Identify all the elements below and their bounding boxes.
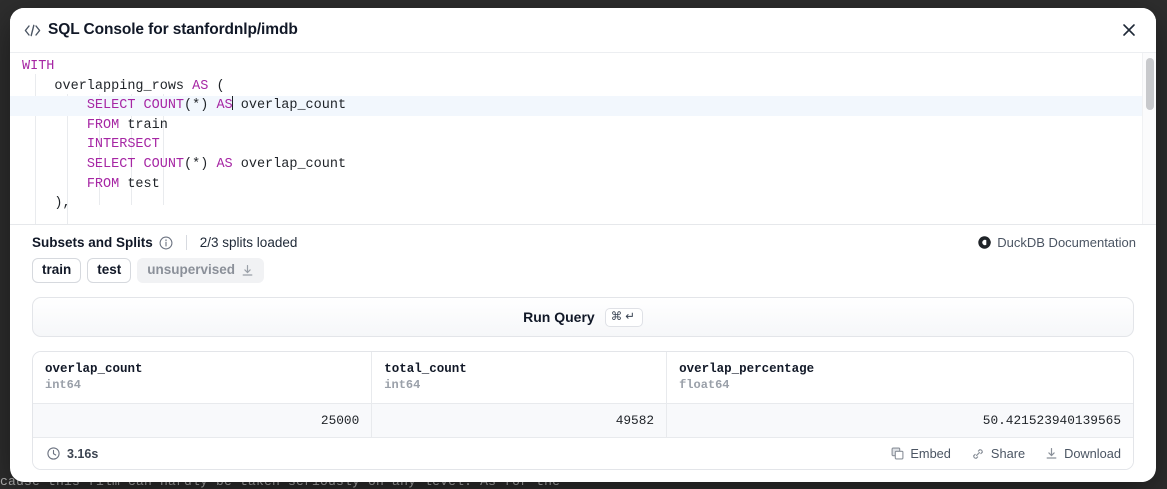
results-column-header[interactable]: overlap_percentage float64 xyxy=(666,352,1133,404)
sql-text xyxy=(22,177,87,192)
command-key-icon: ⌘ xyxy=(610,310,625,323)
results-column-type: int64 xyxy=(45,378,82,392)
table-cell: 25000 xyxy=(33,403,373,437)
sql-text: overlapping_rows xyxy=(22,78,193,94)
footer-action-download[interactable]: Download xyxy=(1045,446,1121,461)
duckdb-logo-icon xyxy=(978,236,991,249)
close-icon[interactable] xyxy=(1118,19,1140,41)
sql-text xyxy=(22,157,87,172)
results-column-name: total_count xyxy=(384,362,467,376)
sql-text xyxy=(22,137,87,152)
split-chip-label: train xyxy=(42,262,72,277)
results-column-header[interactable]: total_count int64 xyxy=(371,352,668,404)
sql-keyword: SELECT COUNT xyxy=(86,98,185,114)
modal-header: SQL Console for stanfordnlp/imdb xyxy=(10,8,1156,52)
sql-keyword: AS xyxy=(216,98,233,114)
footer-action-label: Share xyxy=(990,446,1026,461)
results-footer: 3.16s Embed Share Download xyxy=(33,437,1133,469)
run-query-button[interactable]: Run Query ⌘ ↵ xyxy=(32,297,1134,337)
code-line[interactable]: INTERSECT xyxy=(10,135,1156,155)
enter-key-icon: ↵ xyxy=(625,310,637,323)
results-column-name: overlap_percentage xyxy=(679,362,815,376)
code-line[interactable]: SELECT COUNT(*) AS overlap_count xyxy=(10,155,1156,175)
sql-text: ), xyxy=(22,196,71,212)
query-timing: 3.16s xyxy=(45,447,98,461)
footer-action-label: Embed xyxy=(910,446,951,461)
info-circle-icon[interactable] xyxy=(159,236,173,250)
text-cursor xyxy=(232,96,234,111)
results-column-type: float64 xyxy=(679,378,730,392)
code-line[interactable]: FROM train xyxy=(10,116,1156,136)
clock-icon xyxy=(47,447,60,460)
footer-action-share[interactable]: Share xyxy=(971,446,1025,461)
modal-title: SQL Console for stanfordnlp/imdb xyxy=(48,21,298,38)
table-cell: 50.421523940139565 xyxy=(666,403,1133,437)
run-query-shortcut-badge: ⌘ ↵ xyxy=(604,307,643,327)
sql-text: (*) xyxy=(184,98,217,114)
duckdb-documentation-link[interactable]: DuckDB Documentation xyxy=(978,235,1136,250)
sql-keyword: AS xyxy=(192,78,209,94)
table-cell: 49582 xyxy=(371,403,668,437)
query-timing-label: 3.16s xyxy=(67,446,99,461)
split-chip-test[interactable]: test xyxy=(87,258,132,283)
sql-keyword: SELECT COUNT xyxy=(86,156,185,172)
sql-editor[interactable]: WITH overlapping_rows AS ( SELECT COUNT(… xyxy=(10,52,1156,224)
code-line[interactable]: FROM test xyxy=(10,175,1156,195)
download-icon xyxy=(1045,447,1058,460)
subsets-label: Subsets and Splits xyxy=(32,235,153,250)
split-chip-label: test xyxy=(97,262,122,277)
code-line[interactable]: overlapping_rows AS ( xyxy=(10,77,1156,97)
sql-console-modal: SQL Console for stanfordnlp/imdb WITH ov… xyxy=(10,8,1156,482)
editor-scrollbar-track[interactable] xyxy=(1142,53,1156,224)
split-chip-unsupervised[interactable]: unsupervised xyxy=(137,258,265,283)
subsets-and-splits-bar: Subsets and Splits 2/3 splits loaded Duc… xyxy=(10,224,1156,250)
sql-text: overlap_count xyxy=(232,156,347,172)
split-chips-row: train test unsupervised xyxy=(10,250,1156,283)
sql-text xyxy=(22,98,87,113)
code-line[interactable]: SELECT COUNT(*) AS overlap_count xyxy=(10,96,1156,116)
sql-keyword: WITH xyxy=(22,59,55,74)
copy-icon xyxy=(891,447,904,460)
sql-text: overlap_count xyxy=(232,98,347,114)
sql-keyword: FROM xyxy=(86,176,120,192)
divider xyxy=(185,235,187,250)
sql-keyword: FROM xyxy=(86,117,120,133)
sql-text: test xyxy=(119,176,160,192)
sql-editor-content[interactable]: WITH overlapping_rows AS ( SELECT COUNT(… xyxy=(10,53,1156,224)
splits-loaded-status: 2/3 splits loaded xyxy=(199,235,298,250)
footer-action-embed[interactable]: Embed xyxy=(891,446,951,461)
split-chip-train[interactable]: train xyxy=(32,258,82,283)
sql-text xyxy=(22,118,87,133)
code-line[interactable]: ), xyxy=(10,194,1156,214)
duckdb-documentation-label: DuckDB Documentation xyxy=(997,235,1136,250)
results-footer-actions: Embed Share Download xyxy=(891,446,1121,461)
editor-scrollbar-thumb[interactable] xyxy=(1146,58,1154,110)
footer-action-label: Download xyxy=(1064,446,1121,461)
sql-text: train xyxy=(119,117,168,133)
results-column-type: int64 xyxy=(384,378,421,392)
results-column-header[interactable]: overlap_count int64 xyxy=(33,352,373,404)
sql-text: ( xyxy=(208,78,225,94)
split-chip-label: unsupervised xyxy=(147,262,236,277)
sql-text: (*) xyxy=(184,156,217,172)
link-icon xyxy=(971,447,985,461)
results-column-name: overlap_count xyxy=(45,362,143,376)
sql-keyword: INTERSECT xyxy=(86,137,160,153)
download-icon[interactable] xyxy=(241,264,254,277)
code-line[interactable]: WITH xyxy=(10,57,1156,77)
code-brackets-icon xyxy=(22,20,42,40)
run-query-label: Run Query xyxy=(523,309,595,325)
sql-keyword: AS xyxy=(216,156,233,172)
